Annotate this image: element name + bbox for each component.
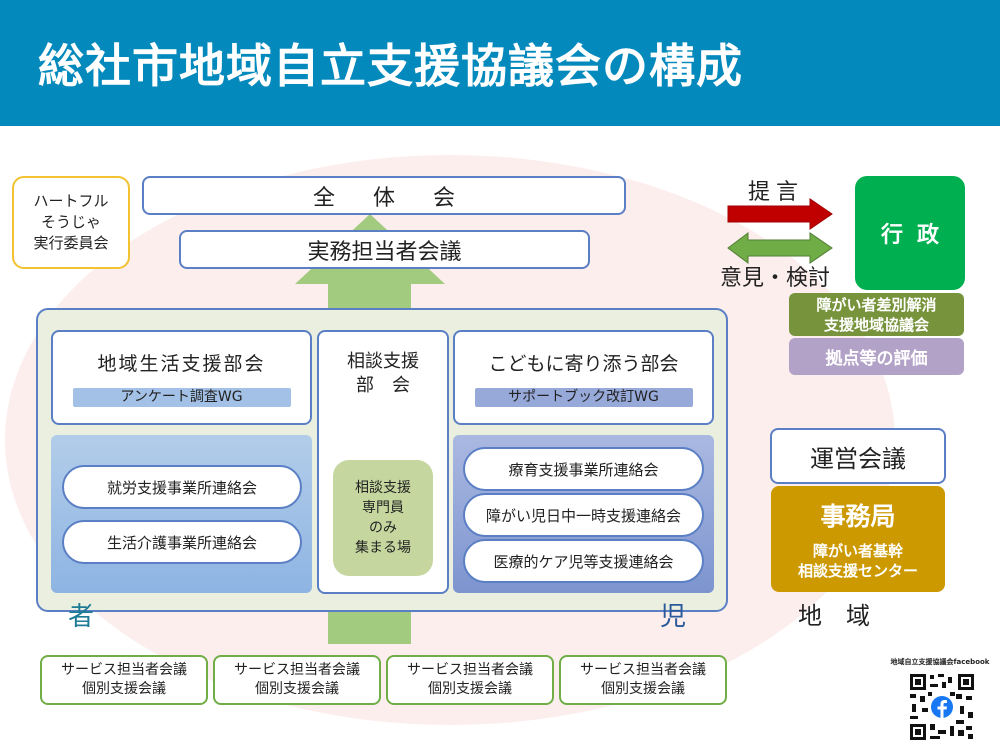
- general-assembly-box: 全体会: [142, 176, 626, 215]
- specialist-only-box: 相談支援 専門員 のみ 集まる場: [333, 460, 433, 576]
- proposal-label: 提言: [748, 180, 805, 205]
- proposal-arrow-icon: [727, 198, 833, 230]
- subcommittee-title: 相談支援: [347, 351, 419, 372]
- heartful-line: 実行委員会: [33, 234, 109, 252]
- liaison-pill: 障がい児日中一時支援連絡会: [463, 493, 704, 537]
- child-label: 児: [660, 602, 687, 632]
- service-line: サービス担当者会議: [580, 662, 706, 678]
- service-meeting-box: サービス担当者会議 個別支援会議: [213, 655, 381, 705]
- service-meeting-box: サービス担当者会議 個別支援会議: [40, 655, 208, 705]
- specialist-line: のみ: [369, 520, 397, 536]
- heartful-committee-box: ハートフル そうじゃ 実行委員会: [12, 176, 130, 269]
- secretariat-title: 事務局: [820, 502, 896, 531]
- council-line: 支援地域協議会: [823, 315, 929, 334]
- service-line: 個別支援会議: [601, 681, 685, 697]
- service-line: 個別支援会議: [82, 681, 166, 697]
- liaison-pill: 就労支援事業所連絡会: [62, 465, 302, 509]
- specialist-line: 専門員: [362, 500, 404, 516]
- secretariat-sub: 障がい者基幹: [812, 542, 903, 560]
- children-subcommittee: こどもに寄り添う部会 サポートブック改訂WG: [453, 330, 714, 425]
- header-bar: [0, 0, 1000, 126]
- discrimination-council-box: 障がい者差別解消 支援地域協議会: [789, 293, 964, 336]
- specialist-line: 相談支援: [355, 480, 411, 496]
- base-evaluation-box: 拠点等の評価: [789, 338, 964, 375]
- liaison-pill: 生活介護事業所連絡会: [62, 520, 302, 564]
- service-line: サービス担当者会議: [61, 662, 187, 678]
- service-meeting-box: サービス担当者会議 個別支援会議: [386, 655, 554, 705]
- subcommittee-title: 部 会: [356, 375, 410, 396]
- facebook-qr-code-icon[interactable]: [908, 672, 976, 742]
- subcommittee-title: 地域生活支援部会: [97, 352, 266, 375]
- service-line: サービス担当者会議: [407, 662, 533, 678]
- administration-box: 行政: [855, 176, 965, 290]
- practitioner-meeting-box: 実務担当者会議: [179, 230, 590, 269]
- secretariat-box: 事務局 障がい者基幹 相談支援センター: [771, 486, 945, 592]
- heartful-line: ハートフル: [33, 192, 109, 210]
- opinion-label: 意見・検討: [720, 266, 831, 291]
- liaison-pill: 医療的ケア児等支援連絡会: [463, 539, 704, 583]
- community-life-subcommittee: 地域生活支援部会 アンケート調査WG: [51, 330, 312, 425]
- secretariat-sub: 相談支援センター: [797, 562, 918, 580]
- subcommittee-title: こどもに寄り添う部会: [488, 352, 679, 375]
- opinion-double-arrow-icon: [727, 232, 833, 264]
- service-line: 個別支援会議: [428, 681, 512, 697]
- service-line: 個別支援会議: [255, 681, 339, 697]
- page-title: 総社市地域自立支援協議会の構成: [38, 39, 743, 93]
- liaison-pill: 療育支援事業所連絡会: [463, 447, 704, 491]
- heartful-line: そうじゃ: [40, 213, 101, 231]
- steering-meeting-box: 運営会議: [770, 428, 946, 484]
- council-line: 障がい者差別解消: [816, 295, 937, 314]
- supportbook-wg-label: サポートブック改訂WG: [474, 387, 693, 407]
- survey-wg-label: アンケート調査WG: [72, 387, 291, 407]
- service-meeting-box: サービス担当者会議 個別支援会議: [559, 655, 727, 705]
- service-line: サービス担当者会議: [234, 662, 360, 678]
- adult-liaison-group: [51, 435, 312, 593]
- community-label: 地域: [798, 602, 894, 630]
- specialist-line: 集まる場: [355, 540, 411, 556]
- facebook-label: 地域自立支援協議会facebook: [890, 658, 990, 666]
- adult-label: 者: [68, 602, 95, 632]
